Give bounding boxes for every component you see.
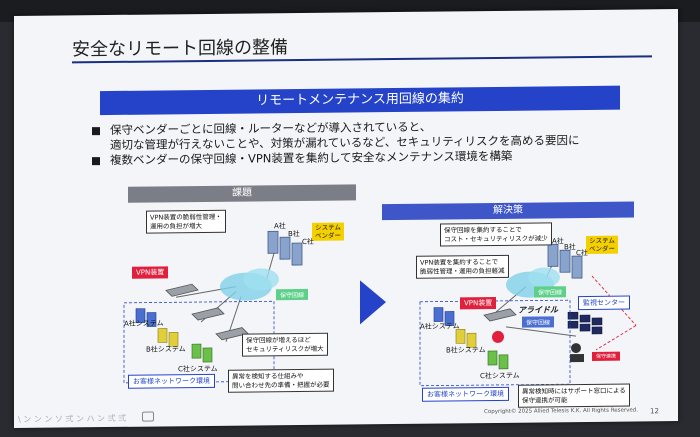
slide: 安全なリモート回線の整備 リモートメンテナンス用回線の集約 保守ベンダーごとに回… [14, 9, 678, 428]
company-a-label: A社 [274, 222, 286, 231]
bullet-square-icon [92, 127, 100, 136]
callout-consolidated-lines: 保守回線を集約することで コスト・セキュリティリスクが減少 [440, 222, 552, 247]
copyright-text: Copyright© 2025 Allied Telesis K.K. All … [484, 407, 639, 416]
monitoring-center-label: 監視センター [578, 295, 630, 311]
slide-title: 安全なリモート回線の整備 [72, 37, 288, 61]
callout-line: 保守連携が可能 [522, 395, 568, 405]
system-a-label: A社システム [124, 319, 164, 328]
solution-diagram-graphic [419, 243, 637, 387]
system-c-label: C社システム [178, 364, 218, 374]
system-b-label: B社システム [446, 346, 486, 355]
callout-risk-increase: 保守回線が増えるほど セキュリティリスクが増大 [242, 332, 328, 357]
vpn-device-tag: VPN装置 [460, 296, 497, 310]
company-c-label: C社 [302, 237, 314, 246]
problem-diagram-graphic [123, 230, 303, 384]
vpn-device-tag: VPN装置 [132, 266, 169, 279]
solution-diagram: 保守回線を集約することで コスト・セキュリティリスクが減少 VPN装置を集約する… [406, 215, 666, 408]
page-number: 12 [650, 407, 659, 416]
system-c-label: C社システム [480, 371, 520, 381]
system-a-label: A社システム [420, 322, 460, 331]
vendor-line: ベンダー [315, 231, 341, 240]
maintenance-line-tag: 保守回線 [522, 316, 555, 328]
callout-line: 脆弱性管理・運用の負担軽減 [420, 266, 505, 276]
callout-support-link: 異常検知時にはサポート窓口による 保守連携が可能 [518, 383, 630, 408]
transition-arrow-icon [360, 280, 386, 325]
system-vendor-tag: システム ベンダー [586, 235, 618, 255]
section-banner: リモートメンテナンス用回線の集約 [100, 85, 620, 116]
callout-line: VPN装置を集約することで [420, 257, 499, 267]
callout-line: VPN装置の脆弱性管理・ [150, 212, 222, 222]
bullet-list: 保守ベンダーごとに回線・ルーターなどが導入されていると、 適切な管理が行えないこ… [92, 118, 580, 168]
bottom-faded-text: \ ン ン ン ソ 弍 ン ハ ン 弍 弍 [18, 413, 127, 424]
system-b-label: B社システム [146, 345, 186, 354]
callout-consolidated-vpn: VPN装置を集約することで 脆弱性管理・運用の負担軽減 [416, 254, 509, 279]
problem-diagram: VPN装置の脆弱性管理・ 運用の負担が増大 保守回線が増えるほど セキュリティリ… [116, 200, 356, 399]
camera-icon [142, 411, 154, 422]
bullet-square-icon [92, 157, 100, 166]
maintenance-line-tag: 保守回線 [276, 288, 309, 301]
vendor-line: システム [315, 223, 341, 232]
support-link-tag: 保守連携 [592, 351, 621, 361]
company-b-label: B社 [564, 243, 576, 252]
customer-network-label: お客様ネットワーク環境 [422, 386, 509, 402]
vendor-line: ベンダー [589, 244, 615, 253]
callout-detection-needed: 異常を検知する仕組みや 問い合わせ先の準備・把握が必要 [228, 368, 334, 393]
callout-line: 運用の負担が増大 [150, 221, 202, 231]
callout-line: 異常検知時にはサポート窓口による [522, 386, 626, 396]
callout-line: 問い合わせ先の準備・把握が必要 [232, 380, 330, 390]
vendor-line: システム [589, 236, 615, 245]
callout-line: コスト・セキュリティリスクが減少 [444, 233, 548, 243]
callout-line: セキュリティリスクが増大 [246, 344, 324, 354]
company-a-label: A社 [552, 237, 564, 246]
customer-network-label: お客様ネットワーク環境 [128, 373, 215, 389]
system-vendor-tag: システム ベンダー [312, 222, 344, 241]
company-b-label: B社 [288, 230, 300, 239]
maintenance-line-tag: 保守回線 [534, 286, 567, 298]
callout-vpn-burden: VPN装置の脆弱性管理・ 運用の負担が増大 [146, 209, 226, 234]
alliedtelesis-logo: アライドル [518, 305, 558, 315]
company-c-label: C社 [576, 248, 588, 258]
